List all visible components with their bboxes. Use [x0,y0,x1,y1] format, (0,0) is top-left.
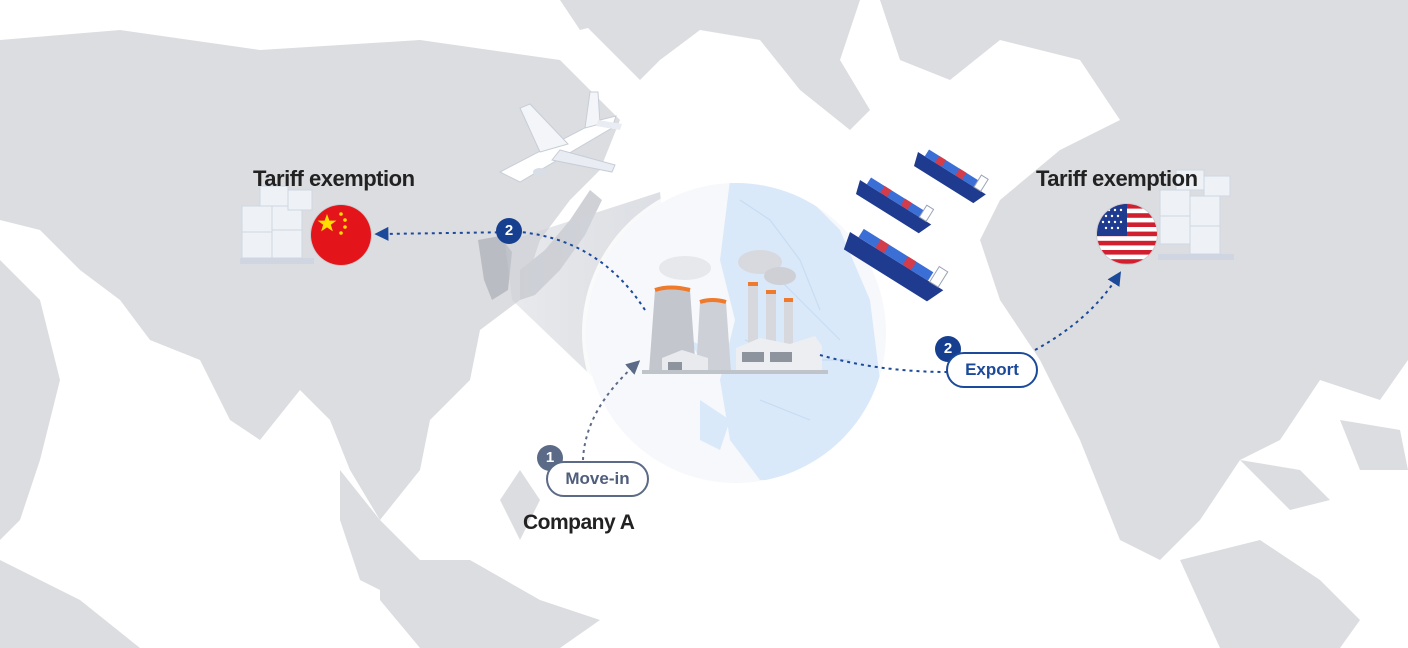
company-label: Company A [523,511,635,534]
step-2-badge-china: 2 [496,218,522,244]
usa-flag-icon [1096,203,1158,265]
box-stack-icon [1158,169,1234,260]
move-in-pill: Move-in [546,461,649,497]
factory-icon [642,250,828,374]
china-tariff-label: Tariff exemption [253,166,415,191]
box-stack-icon [240,185,314,264]
export-pill: Export [946,352,1038,388]
china-flag-icon [310,204,372,266]
korean-peninsula [478,236,512,300]
usa-tariff-label: Tariff exemption [1036,166,1198,191]
move-in-arrow [582,360,641,461]
airplane-icon [498,91,622,183]
route-to-usa-arrow [819,276,1118,373]
cargo-ship-icon [843,149,989,302]
globe-inset [582,179,890,487]
